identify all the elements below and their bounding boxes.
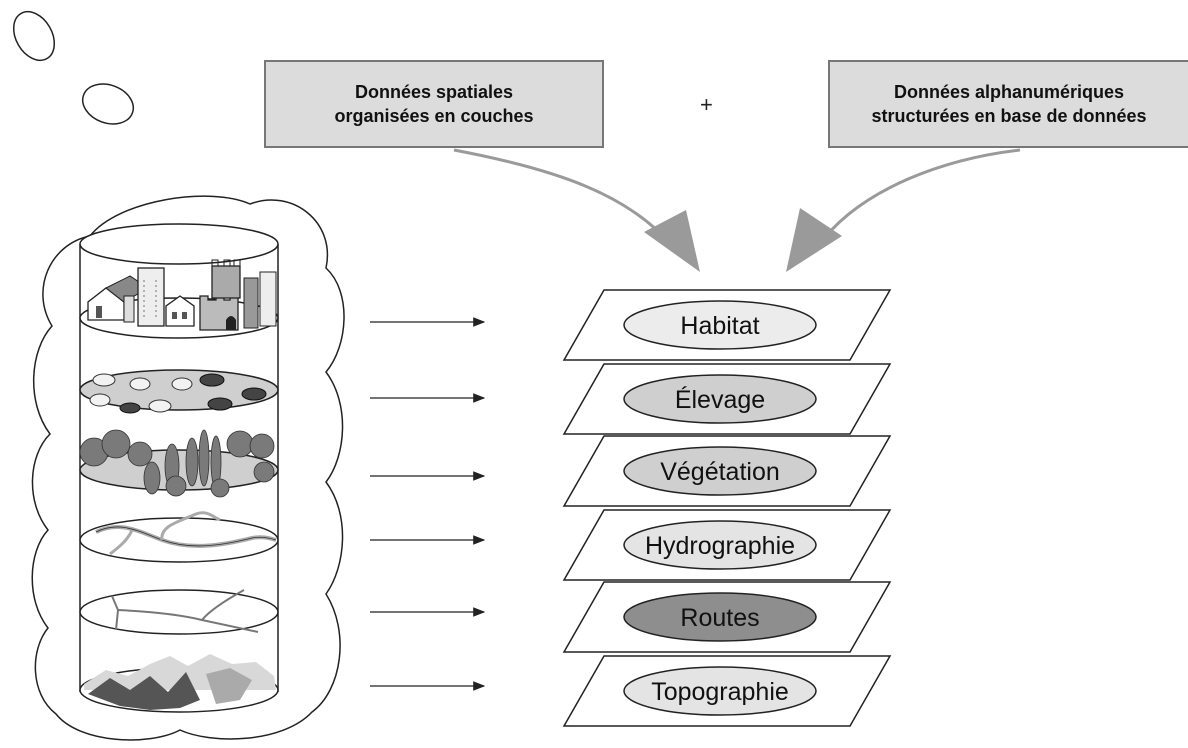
layer-ellipse <box>623 374 817 424</box>
layer-3: Végétation <box>562 435 892 507</box>
arrowhead-alphanumeric <box>786 208 842 272</box>
thought-bubble-small <box>12 11 56 61</box>
layer-label: Routes <box>680 604 759 632</box>
spatial-data-label: Données spatiales organisées en couches <box>334 82 534 126</box>
layer-label: Habitat <box>680 312 759 340</box>
roads-disc <box>79 589 279 635</box>
layer-ellipse <box>623 446 817 496</box>
layer-stack: HabitatÉlevageVégétationHydrographieRout… <box>562 289 892 727</box>
layer-label: Hydrographie <box>645 532 795 560</box>
cylinder-top <box>79 223 279 265</box>
layer-ellipse <box>623 520 817 570</box>
layer-5: Routes <box>562 581 892 653</box>
layer-label: Topographie <box>651 678 789 706</box>
curved-arrow-alphanumeric <box>816 148 1021 247</box>
habitat-disc <box>79 259 279 339</box>
layer-2: Élevage <box>562 363 892 435</box>
layer-ellipse <box>623 300 817 350</box>
layer-cylinder <box>79 223 279 713</box>
thought-bubble-medium <box>81 83 135 125</box>
layer-label: Élevage <box>675 385 765 414</box>
spatial-data-box: Données spatiales organisées en couches <box>264 60 604 148</box>
curved-arrow-spatial <box>453 148 674 247</box>
plus-sign: + <box>700 92 713 117</box>
alphanumeric-data-box: Données alphanumériques structurées en b… <box>828 60 1188 148</box>
layer-ellipse <box>623 666 817 716</box>
tower-icon <box>137 267 165 327</box>
livestock-disc <box>79 369 279 414</box>
layer-ellipse <box>623 592 817 642</box>
layer-6: Topographie <box>562 655 892 727</box>
topography-disc <box>79 654 279 713</box>
arrowhead-spatial <box>644 210 700 272</box>
vegetation-disc <box>79 429 279 498</box>
cow-icon <box>199 373 225 387</box>
layer-arrows <box>370 317 486 691</box>
alphanumeric-data-label: Données alphanumériques structurées en b… <box>871 82 1147 126</box>
layer-4: Hydrographie <box>562 509 892 581</box>
layer-1: Habitat <box>562 289 892 361</box>
layer-label: Végétation <box>660 458 780 486</box>
hydrography-disc <box>79 511 279 563</box>
